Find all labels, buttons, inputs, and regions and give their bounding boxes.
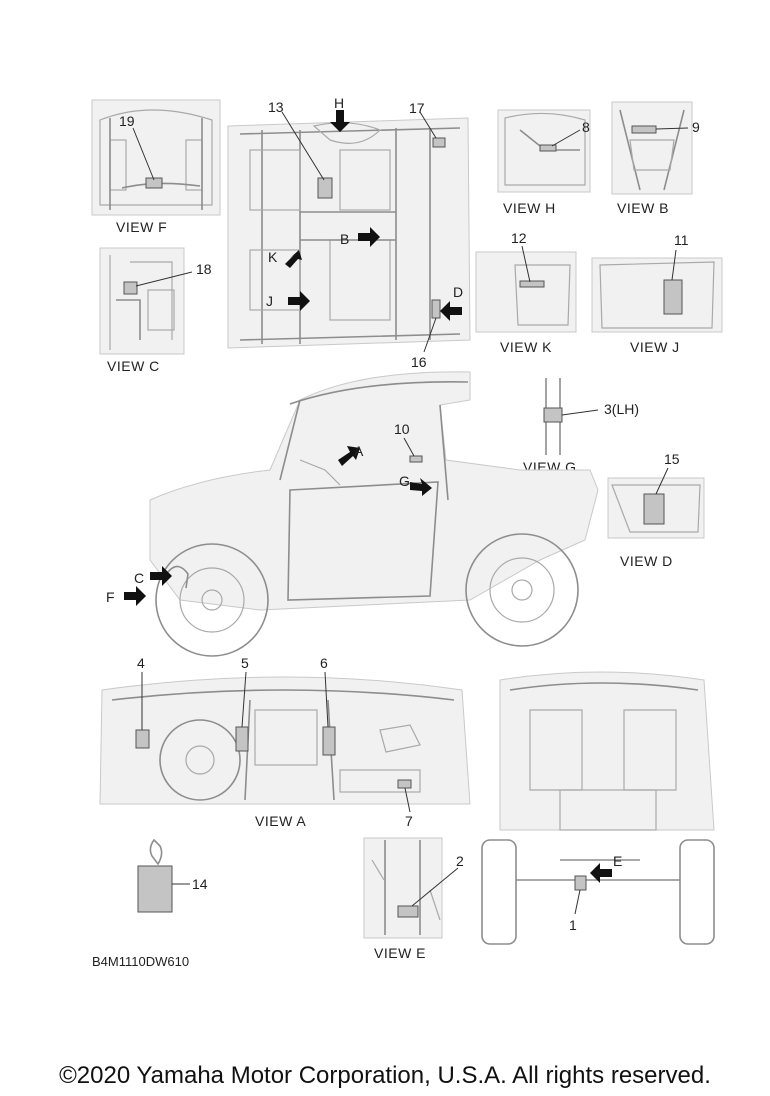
decal-19	[145, 177, 163, 189]
decal-6	[322, 726, 336, 756]
callout-17: 17	[409, 100, 425, 116]
decal-17	[432, 137, 446, 148]
view-c-panel	[99, 247, 193, 355]
callout-10: 10	[394, 421, 410, 437]
decal-9	[631, 125, 657, 134]
vehicle-side-view	[124, 371, 599, 657]
decal-14	[137, 865, 173, 913]
view-j-panel	[591, 249, 723, 333]
decal-12	[519, 280, 545, 288]
callout-19: 19	[119, 113, 135, 129]
decal-13	[317, 177, 333, 199]
callout-11: 11	[674, 232, 689, 248]
arrow-k-letter: K	[268, 249, 278, 265]
arrow-f-letter: F	[106, 589, 115, 605]
arrow-h	[330, 110, 350, 132]
top-view-panel	[227, 110, 471, 353]
decal-18	[123, 281, 138, 295]
callout-16: 16	[411, 354, 427, 370]
decal-10	[409, 455, 423, 463]
decal-16	[431, 299, 441, 319]
callout-7: 7	[405, 813, 413, 829]
callout-6: 6	[320, 655, 328, 671]
decal-2	[397, 905, 419, 918]
arrow-g	[410, 478, 432, 496]
view-a-panel	[99, 671, 471, 813]
decal-3	[543, 407, 563, 423]
hang-tag	[137, 838, 190, 913]
arrow-h-letter: H	[334, 95, 344, 111]
callout-2: 2	[456, 853, 464, 869]
decal-8	[539, 144, 557, 152]
arrow-b-letter: B	[340, 231, 349, 247]
arrow-f	[124, 586, 146, 606]
diagram-code: B4M1110DW610	[92, 954, 189, 969]
view-b-title: VIEW B	[617, 200, 669, 216]
callout-3: 3(LH)	[604, 401, 639, 417]
arrow-k	[285, 250, 302, 268]
decal-1	[574, 875, 587, 891]
decal-11	[663, 279, 683, 315]
callout-14: 14	[192, 876, 208, 892]
callout-18: 18	[196, 261, 212, 277]
view-e-panel	[363, 837, 459, 939]
decal-7	[397, 779, 412, 789]
copyright-footer: ©2020 Yamaha Motor Corporation, U.S.A. A…	[59, 1062, 711, 1089]
callout-4: 4	[137, 655, 145, 671]
view-f-panel	[91, 99, 221, 216]
arrow-c	[150, 566, 172, 586]
view-j-title: VIEW J	[630, 339, 680, 355]
callout-13: 13	[268, 99, 284, 115]
callout-5: 5	[241, 655, 249, 671]
view-e-title: VIEW E	[374, 945, 426, 961]
arrow-j	[288, 291, 310, 311]
view-h-panel	[497, 109, 591, 193]
arrow-c-letter: C	[134, 570, 144, 586]
view-f-title: VIEW F	[116, 219, 167, 235]
arrow-j-letter: J	[266, 293, 273, 309]
view-d-title: VIEW D	[620, 553, 673, 569]
callout-8: 8	[582, 119, 590, 135]
view-k-panel	[475, 245, 577, 333]
decal-5	[235, 726, 249, 752]
decal-4	[135, 729, 150, 749]
callout-9: 9	[692, 119, 700, 135]
view-d-panel	[607, 467, 705, 539]
view-g-panel	[543, 378, 599, 455]
view-a-title: VIEW A	[255, 813, 306, 829]
view-b-panel	[611, 101, 693, 195]
arrow-b	[358, 227, 380, 247]
vehicle-rear-view	[481, 671, 715, 945]
view-h-title: VIEW H	[503, 200, 556, 216]
view-c-title: VIEW C	[107, 358, 160, 374]
arrow-d-letter: D	[453, 284, 463, 300]
callout-15: 15	[664, 451, 680, 467]
view-k-title: VIEW K	[500, 339, 552, 355]
arrow-d	[440, 301, 462, 321]
arrow-a	[338, 446, 360, 466]
arrow-a-letter: A	[354, 443, 364, 459]
arrow-g-letter: G	[399, 473, 410, 489]
arrow-e	[590, 863, 612, 883]
arrow-e-letter: E	[613, 853, 622, 869]
callout-1: 1	[569, 917, 577, 933]
callout-12: 12	[511, 230, 527, 246]
decal-15	[643, 493, 665, 525]
